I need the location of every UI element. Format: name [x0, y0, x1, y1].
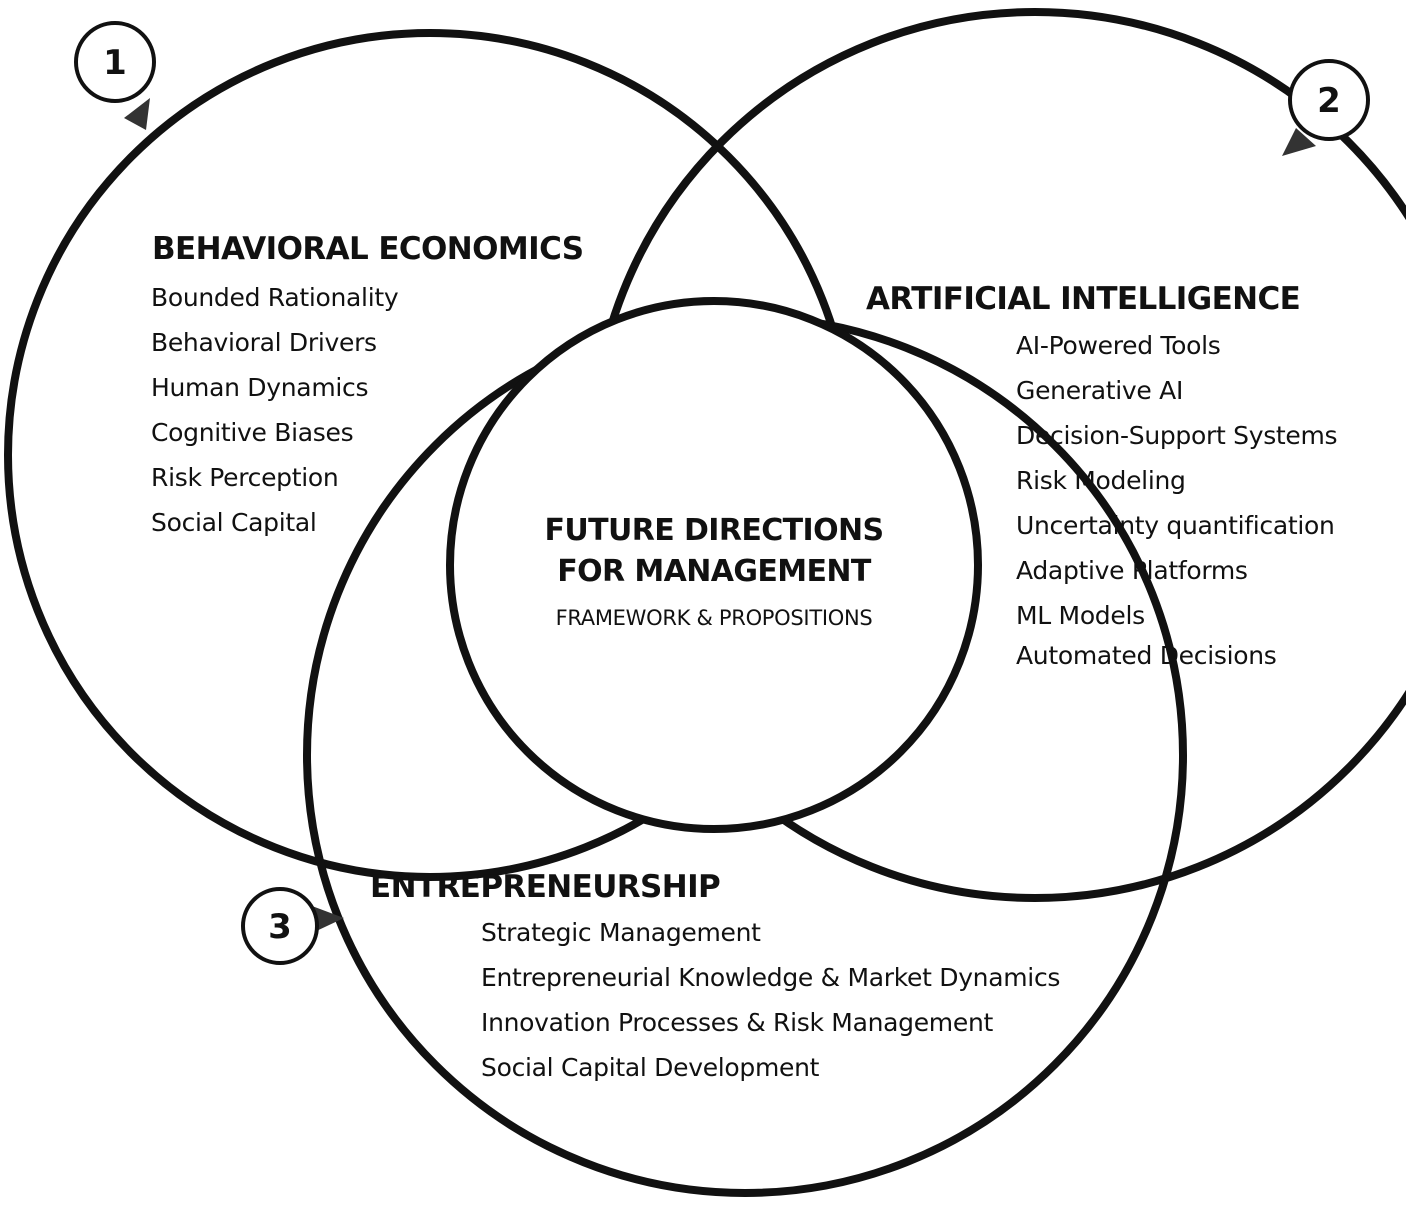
behavioral-economics-heading: BEHAVIORAL ECONOMICS [152, 231, 584, 267]
badge-2: 2 [1282, 59, 1370, 156]
badge-2-number: 2 [1317, 81, 1341, 121]
badge-1-arrow-icon [124, 98, 150, 130]
badge-1-circle [74, 21, 156, 103]
list-item: Risk Modeling [1016, 466, 1186, 495]
artificial-intelligence-list: AI-Powered Tools Generative AI Decision-… [1016, 323, 1338, 678]
list-item: Human Dynamics [151, 373, 369, 402]
center-subtitle: FRAMEWORK & PROPOSITIONS [555, 606, 873, 630]
badge-3: 3 [241, 887, 344, 965]
list-item: Behavioral Drivers [151, 328, 377, 357]
badge-3-number: 3 [268, 907, 292, 947]
center-title-line1: FUTURE DIRECTIONS [544, 513, 884, 548]
list-item: Uncertainty quantification [1016, 511, 1335, 540]
entrepreneurship-heading: ENTREPRENEURSHIP [370, 869, 721, 905]
entrepreneurship-list: Strategic Management Entrepreneurial Kno… [481, 910, 1060, 1090]
list-item: Adaptive Platforms [1016, 556, 1248, 585]
list-item: Generative AI [1016, 376, 1184, 405]
list-item: Strategic Management [481, 918, 761, 947]
list-item: Decision-Support Systems [1016, 421, 1338, 450]
badge-3-circle [241, 887, 319, 965]
badge-2-circle [1288, 59, 1370, 141]
list-item: Innovation Processes & Risk Management [481, 1008, 993, 1037]
list-item: Bounded Rationality [151, 283, 399, 312]
list-item: ML Models [1016, 601, 1145, 630]
list-item: Cognitive Biases [151, 418, 354, 447]
badge-1: 1 [74, 21, 156, 130]
badge-2-arrow-icon [1282, 128, 1316, 156]
badge-1-number: 1 [103, 43, 127, 83]
list-item: Social Capital [151, 508, 317, 537]
center-title: FUTURE DIRECTIONS FOR MANAGEMENT [480, 510, 948, 592]
list-item: AI-Powered Tools [1016, 331, 1221, 360]
list-item: Entrepreneurial Knowledge & Market Dynam… [481, 963, 1061, 992]
center-title-line2: FOR MANAGEMENT [557, 554, 871, 589]
list-item: Risk Perception [151, 463, 339, 492]
behavioral-economics-list: Bounded Rationality Behavioral Drivers H… [151, 275, 399, 545]
list-item: Social Capital Development [481, 1053, 820, 1082]
artificial-intelligence-heading: ARTIFICIAL INTELLIGENCE [866, 281, 1301, 317]
list-item: Automated Decisions [1016, 641, 1277, 670]
center-circle [446, 297, 982, 833]
